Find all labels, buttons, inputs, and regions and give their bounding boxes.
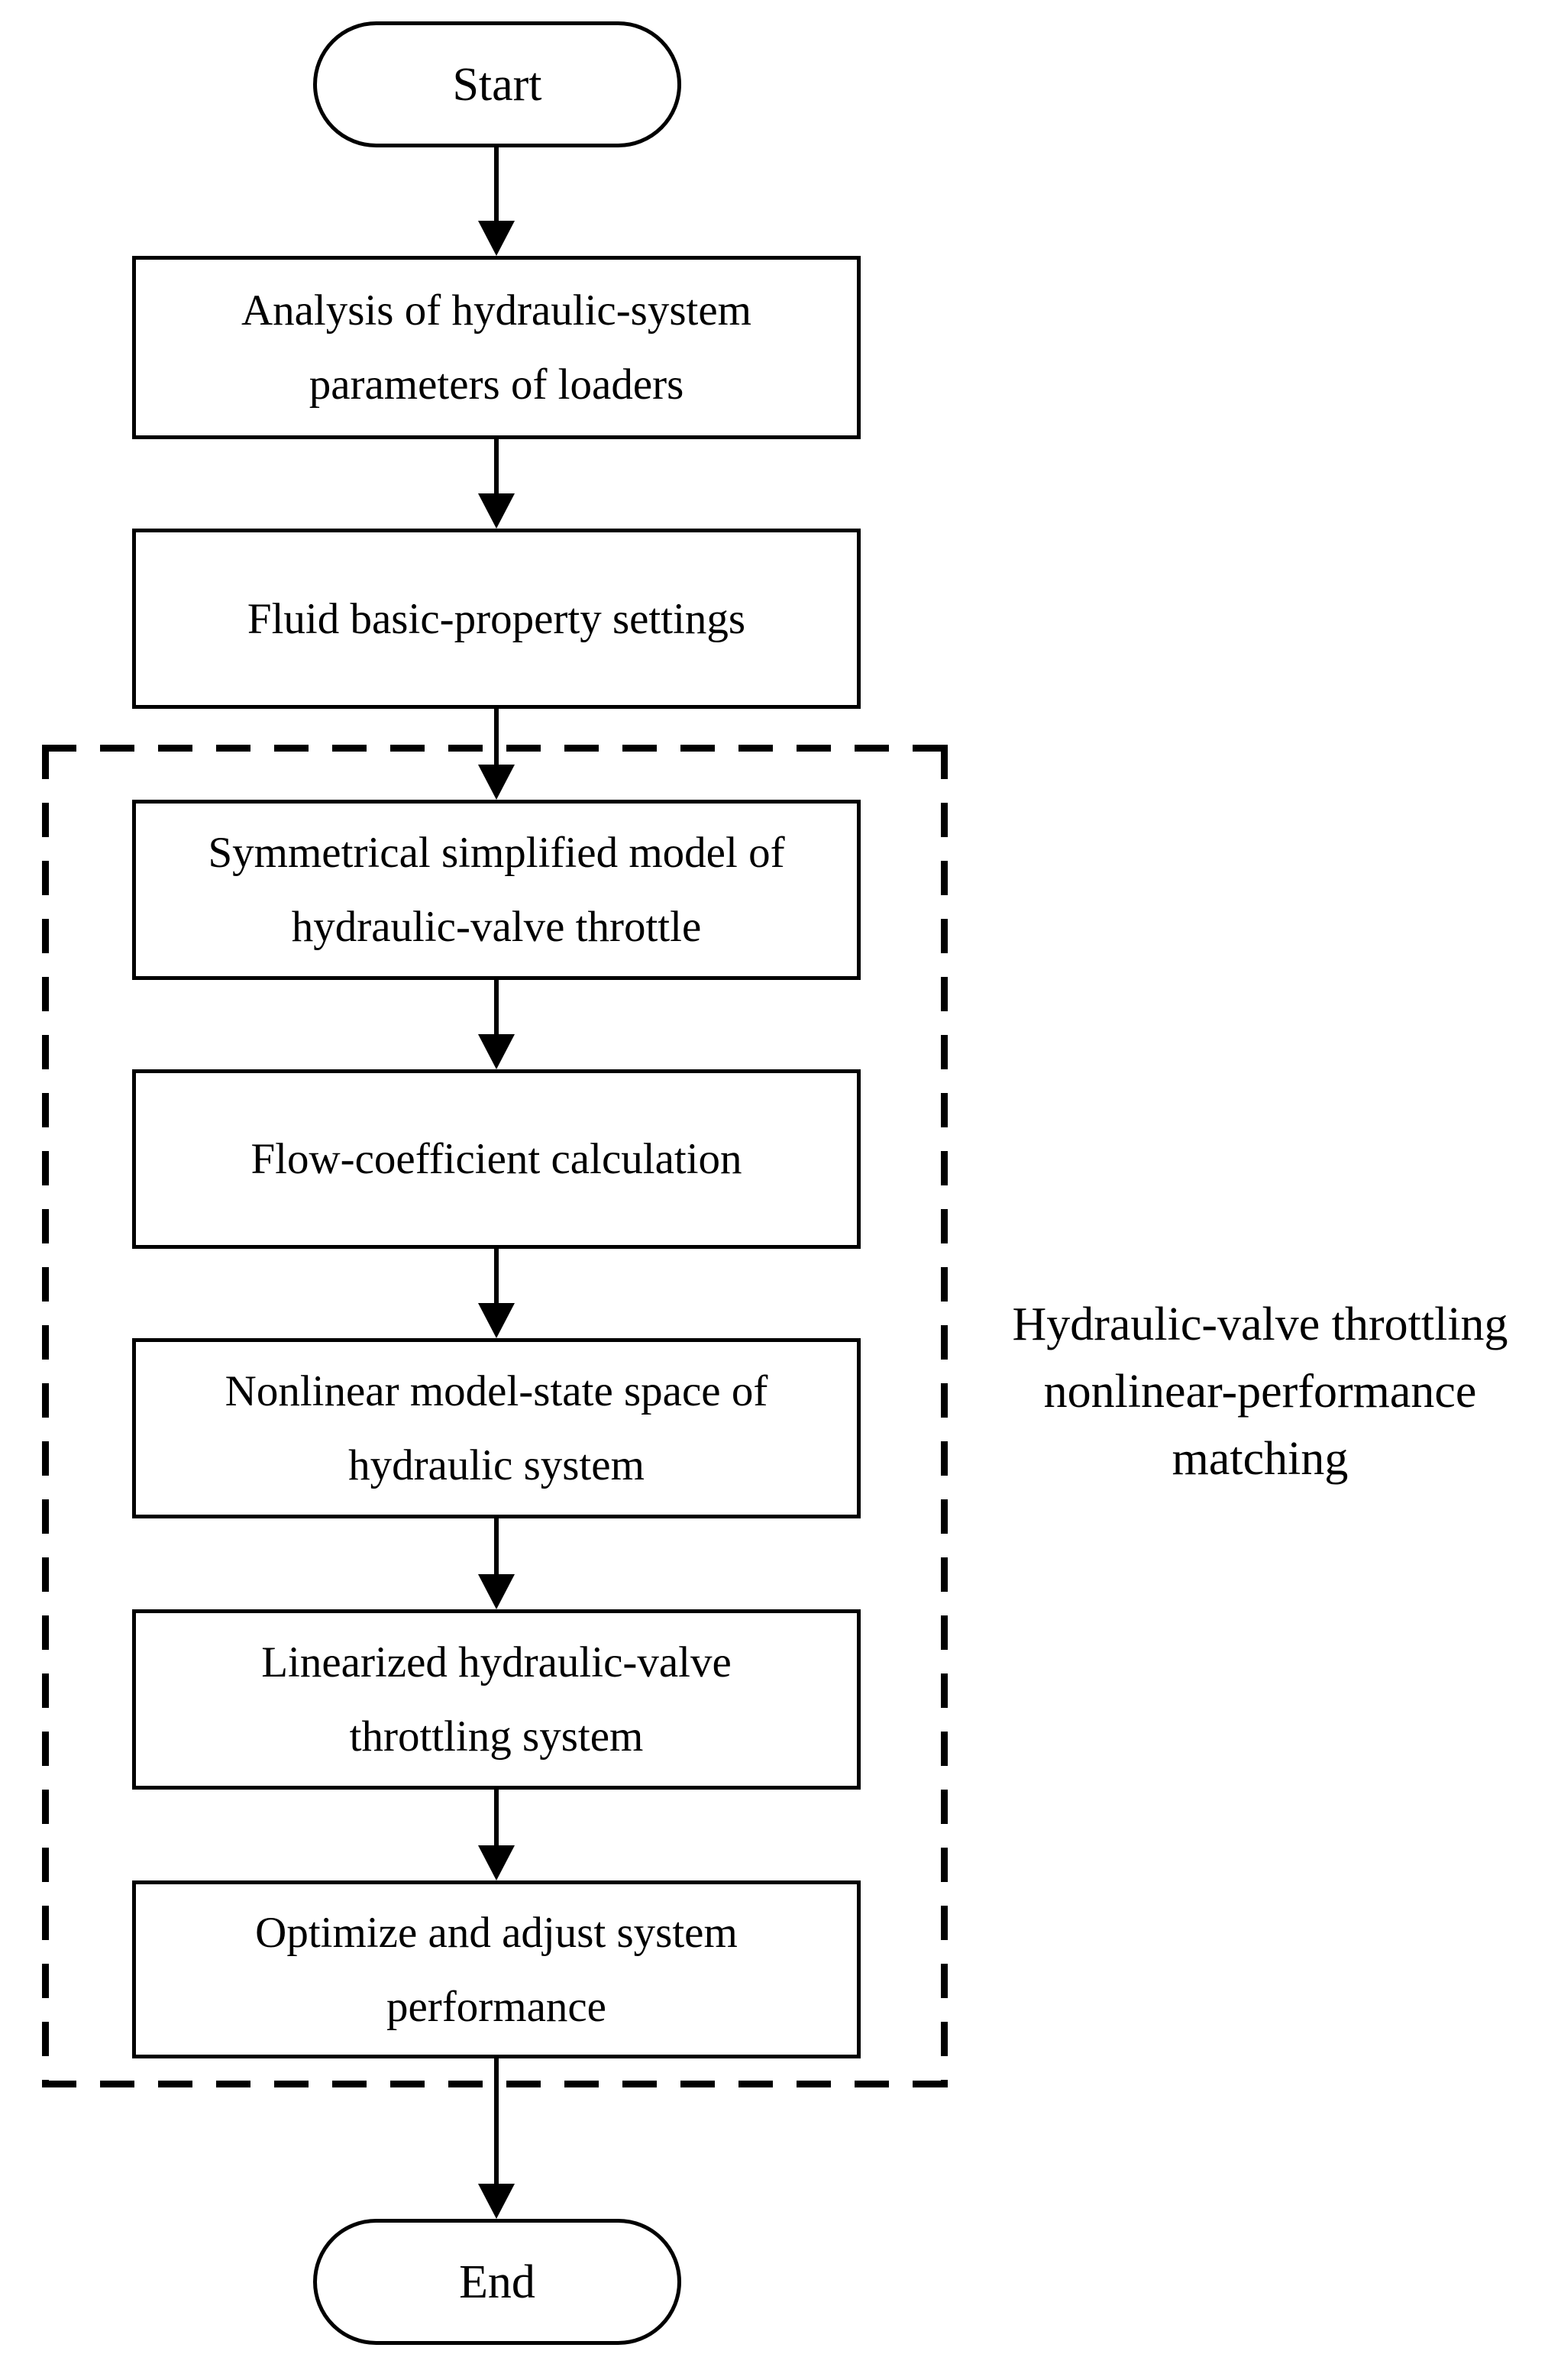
arrow-head-icon bbox=[478, 221, 515, 256]
arrow-head-icon bbox=[478, 493, 515, 529]
terminator-end: End bbox=[313, 2219, 681, 2345]
arrow-head-icon bbox=[478, 765, 515, 800]
arrow-head-icon bbox=[478, 2184, 515, 2219]
node-label-line: Symmetrical simplified model of bbox=[208, 829, 785, 877]
node-label-line: Analysis of hydraulic-system bbox=[241, 286, 752, 335]
arrow-head-icon bbox=[478, 1845, 515, 1880]
dashed-border-left bbox=[42, 745, 49, 2087]
node-text: Start bbox=[452, 54, 541, 115]
arrow-line bbox=[494, 709, 499, 766]
arrow-line bbox=[494, 439, 499, 495]
node-label-line: Optimize and adjust system bbox=[255, 1908, 738, 1957]
node-text: End bbox=[459, 2252, 535, 2313]
process-analysis-of-hydraulic-system-parameters: Analysis of hydraulic-system parameters … bbox=[132, 256, 861, 439]
process-fluid-basic-property-settings: Fluid basic-property settings bbox=[132, 529, 861, 709]
arrow-line bbox=[494, 147, 499, 222]
dashed-border-right bbox=[941, 745, 948, 2087]
arrow-line bbox=[494, 1249, 499, 1305]
group-label-hydraulic-valve-throttling: Hydraulic-valve throttling nonlinear-per… bbox=[966, 1291, 1548, 1492]
node-text: Optimize and adjust system performance bbox=[255, 1896, 738, 2044]
group-label-line: nonlinear-performance bbox=[1043, 1366, 1477, 1418]
arrow-head-icon bbox=[478, 1034, 515, 1069]
node-text: Fluid basic-property settings bbox=[247, 582, 745, 656]
arrow-head-icon bbox=[478, 1574, 515, 1609]
terminator-start: Start bbox=[313, 21, 681, 147]
node-text: Nonlinear model-state space of hydraulic… bbox=[225, 1354, 768, 1502]
process-linearized-hydraulic-valve-throttling: Linearized hydraulic-valve throttling sy… bbox=[132, 1609, 861, 1790]
arrow-line bbox=[494, 980, 499, 1036]
group-label-line: matching bbox=[1172, 1433, 1349, 1485]
arrow-line bbox=[494, 1790, 499, 1847]
node-label-line: Linearized hydraulic-valve bbox=[261, 1638, 732, 1686]
node-label-line: Nonlinear model-state space of bbox=[225, 1367, 768, 1415]
node-text: Flow-coefficient calculation bbox=[250, 1122, 742, 1196]
node-label: Start bbox=[452, 58, 542, 111]
node-text: Analysis of hydraulic-system parameters … bbox=[241, 273, 751, 422]
arrow-line bbox=[494, 2058, 499, 2185]
node-label: End bbox=[459, 2256, 535, 2308]
node-label-line: throttling system bbox=[349, 1712, 644, 1761]
process-symmetrical-simplified-model: Symmetrical simplified model of hydrauli… bbox=[132, 800, 861, 980]
node-text: Symmetrical simplified model of hydrauli… bbox=[208, 816, 784, 964]
group-label-line: Hydraulic-valve throttling bbox=[1012, 1298, 1508, 1350]
node-label-line: performance bbox=[386, 1982, 606, 2031]
arrow-line bbox=[494, 1518, 499, 1576]
process-nonlinear-model-state-space: Nonlinear model-state space of hydraulic… bbox=[132, 1338, 861, 1518]
node-label-line: Flow-coefficient calculation bbox=[250, 1135, 742, 1183]
node-label-line: hydraulic-valve throttle bbox=[291, 903, 702, 951]
process-optimize-and-adjust-performance: Optimize and adjust system performance bbox=[132, 1880, 861, 2058]
arrow-head-icon bbox=[478, 1303, 515, 1338]
process-flow-coefficient-calculation: Flow-coefficient calculation bbox=[132, 1069, 861, 1249]
node-label-line: hydraulic system bbox=[348, 1441, 645, 1489]
node-text: Linearized hydraulic-valve throttling sy… bbox=[261, 1625, 732, 1774]
node-label-line: parameters of loaders bbox=[309, 361, 684, 409]
node-label-line: Fluid basic-property settings bbox=[247, 594, 746, 643]
